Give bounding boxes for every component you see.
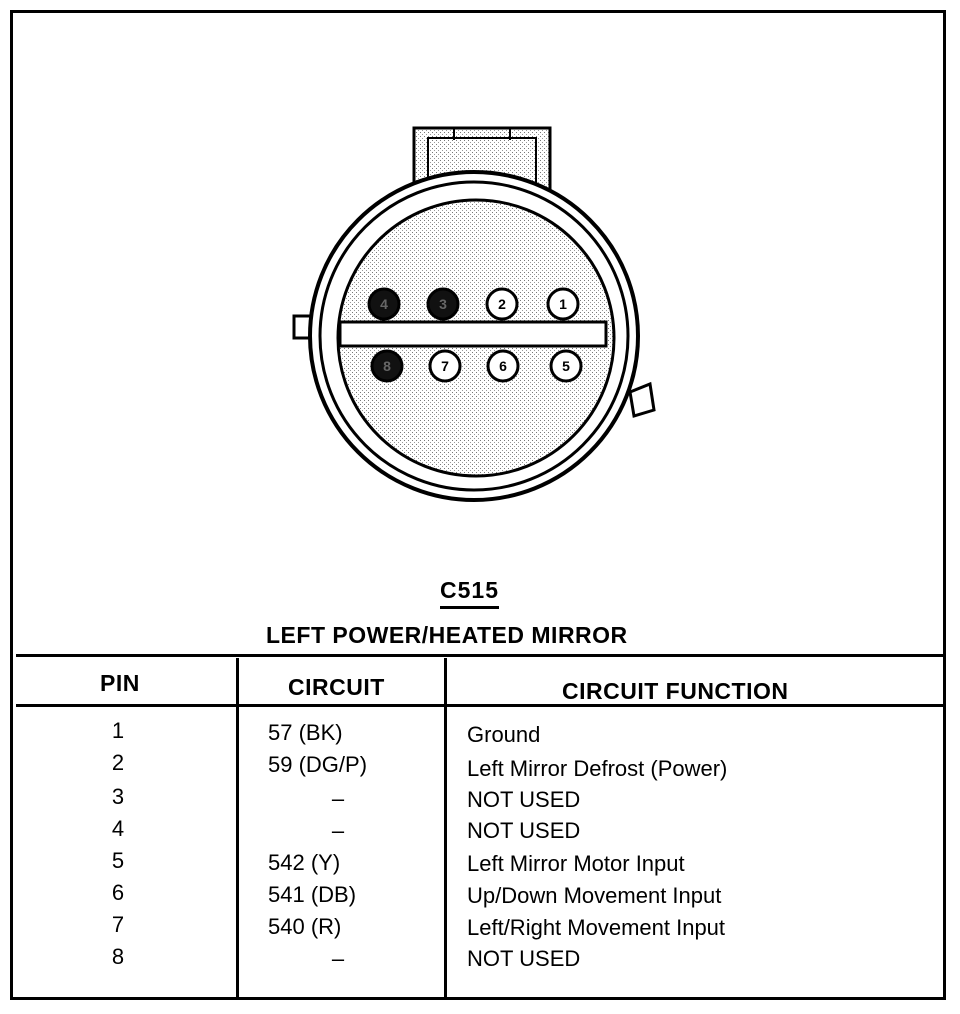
pin-number: 8 — [111, 944, 125, 969]
pin-label: 3 — [439, 296, 447, 312]
connector-pin-3: 3 — [426, 287, 460, 321]
circuit-code: 59 (DG/P) — [268, 752, 368, 777]
table-divider-1 — [236, 658, 239, 998]
circuit-function: Left Mirror Defrost (Power) — [467, 756, 728, 781]
pin-socket — [428, 349, 462, 383]
connector-right-key — [628, 381, 656, 418]
connector-pin-8: 8 — [370, 349, 404, 383]
table-header-rule — [16, 704, 946, 707]
pin-label: 1 — [559, 296, 567, 312]
pin-number: 3 — [111, 784, 125, 809]
pin-number: 5 — [111, 848, 125, 873]
pin-socket — [486, 349, 520, 383]
pin-layer: 4 3 2 1 8 7 6 5 — [367, 287, 583, 383]
connector-pin-1: 1 — [546, 287, 580, 321]
pin-label: 8 — [383, 358, 391, 374]
circuit-code: 542 (Y) — [268, 850, 341, 875]
connector-face-drawing: 4 3 2 1 8 7 6 5 — [292, 126, 656, 502]
pin-socket — [485, 287, 519, 321]
circuit-function: Left/Right Movement Input — [467, 915, 726, 940]
pin-number: 6 — [111, 880, 125, 905]
pin-label: 2 — [498, 296, 506, 312]
circuit-code: – — [331, 946, 345, 971]
diagram-frame — [10, 10, 946, 1000]
circuit-function: NOT USED — [467, 787, 581, 812]
circuit-function: NOT USED — [467, 946, 581, 971]
connector-pin-6: 6 — [486, 349, 520, 383]
circuit-code: – — [331, 818, 345, 843]
pin-number: 2 — [111, 750, 125, 775]
pin-label: 6 — [499, 358, 507, 374]
header-circuit-function: CIRCUIT FUNCTION — [562, 678, 789, 704]
connector-id: C515 — [440, 577, 499, 609]
circuit-function: Left Mirror Motor Input — [467, 851, 685, 876]
circuit-function: Ground — [467, 722, 541, 747]
circuit-function: NOT USED — [467, 818, 581, 843]
pin-socket — [549, 349, 583, 383]
connector-pin-5: 5 — [549, 349, 583, 383]
pin-socket — [546, 287, 580, 321]
pin-label: 7 — [441, 358, 449, 374]
header-circuit: CIRCUIT — [288, 674, 385, 700]
circuit-code: 541 (DB) — [268, 882, 357, 907]
circuit-code: 540 (R) — [268, 914, 342, 939]
circuit-code: 57 (BK) — [268, 720, 343, 745]
connector-pin-7: 7 — [428, 349, 462, 383]
header-pin: PIN — [100, 670, 140, 696]
pin-number: 7 — [111, 912, 125, 937]
table-top-rule — [16, 654, 946, 657]
connector-divider-bar — [338, 320, 608, 348]
pin-socket — [367, 287, 401, 321]
pin-socket — [370, 349, 404, 383]
connector-pin-2: 2 — [485, 287, 519, 321]
circuit-code: – — [331, 786, 345, 811]
circuit-function: Up/Down Movement Input — [467, 883, 722, 908]
table-divider-2 — [444, 658, 447, 998]
pin-number: 1 — [111, 718, 125, 743]
pin-number: 4 — [111, 816, 125, 841]
pin-label: 5 — [562, 358, 570, 374]
pin-label: 4 — [380, 296, 388, 312]
connector-description: LEFT POWER/HEATED MIRROR — [266, 622, 628, 648]
pin-socket — [426, 287, 460, 321]
connector-pin-4: 4 — [367, 287, 401, 321]
